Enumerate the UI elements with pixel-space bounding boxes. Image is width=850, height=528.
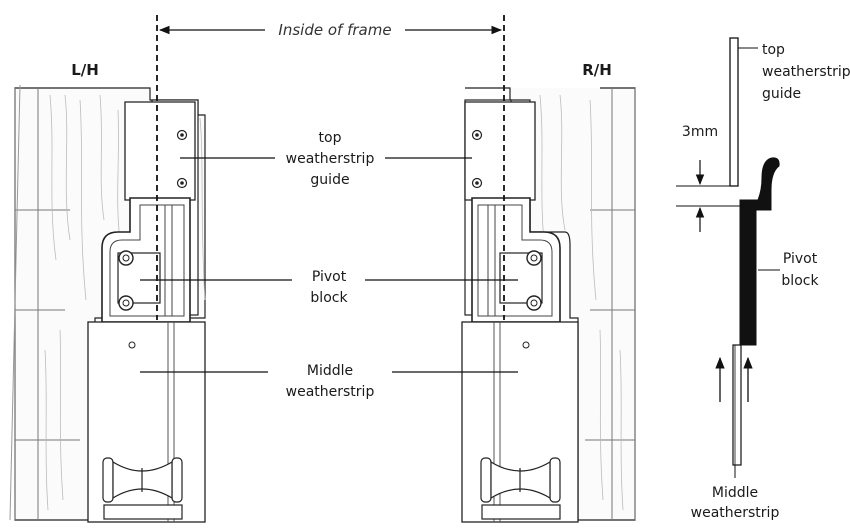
section-gap-label: 3mm (682, 124, 718, 140)
callout-top-line3: guide (310, 172, 349, 188)
callout-middle-weatherstrip: Middle weatherstrip (140, 363, 518, 400)
callout-middle-line1: Middle (307, 363, 353, 379)
right-side-label: R/H (582, 61, 612, 79)
callout-pivot-line1: Pivot (312, 269, 347, 285)
section-top-line2: weatherstrip (762, 64, 850, 80)
left-frame-drawing (9, 84, 206, 523)
section-detail-drawing (676, 37, 780, 478)
inside-frame-dimension: Inside of frame (156, 15, 505, 320)
callout-top-line2: weatherstrip (286, 151, 375, 167)
callout-pivot-line2: block (310, 290, 348, 306)
section-middle-line2: weatherstrip (691, 505, 780, 521)
left-side-label: L/H (71, 61, 99, 79)
callout-pivot-block: Pivot block (140, 269, 518, 306)
callout-top-weatherstrip-guide: top weatherstrip guide (180, 130, 472, 188)
section-top-line1: top (762, 42, 785, 58)
section-pivot-line1: Pivot (783, 251, 818, 267)
right-frame-drawing (461, 87, 636, 523)
section-pivot-line2: block (781, 273, 819, 289)
callout-middle-line2: weatherstrip (286, 384, 375, 400)
section-middle-line1: Middle (712, 485, 758, 501)
section-top-line3: guide (762, 86, 801, 102)
callout-top-line1: top (319, 130, 342, 146)
inside-frame-label: Inside of frame (278, 21, 391, 39)
